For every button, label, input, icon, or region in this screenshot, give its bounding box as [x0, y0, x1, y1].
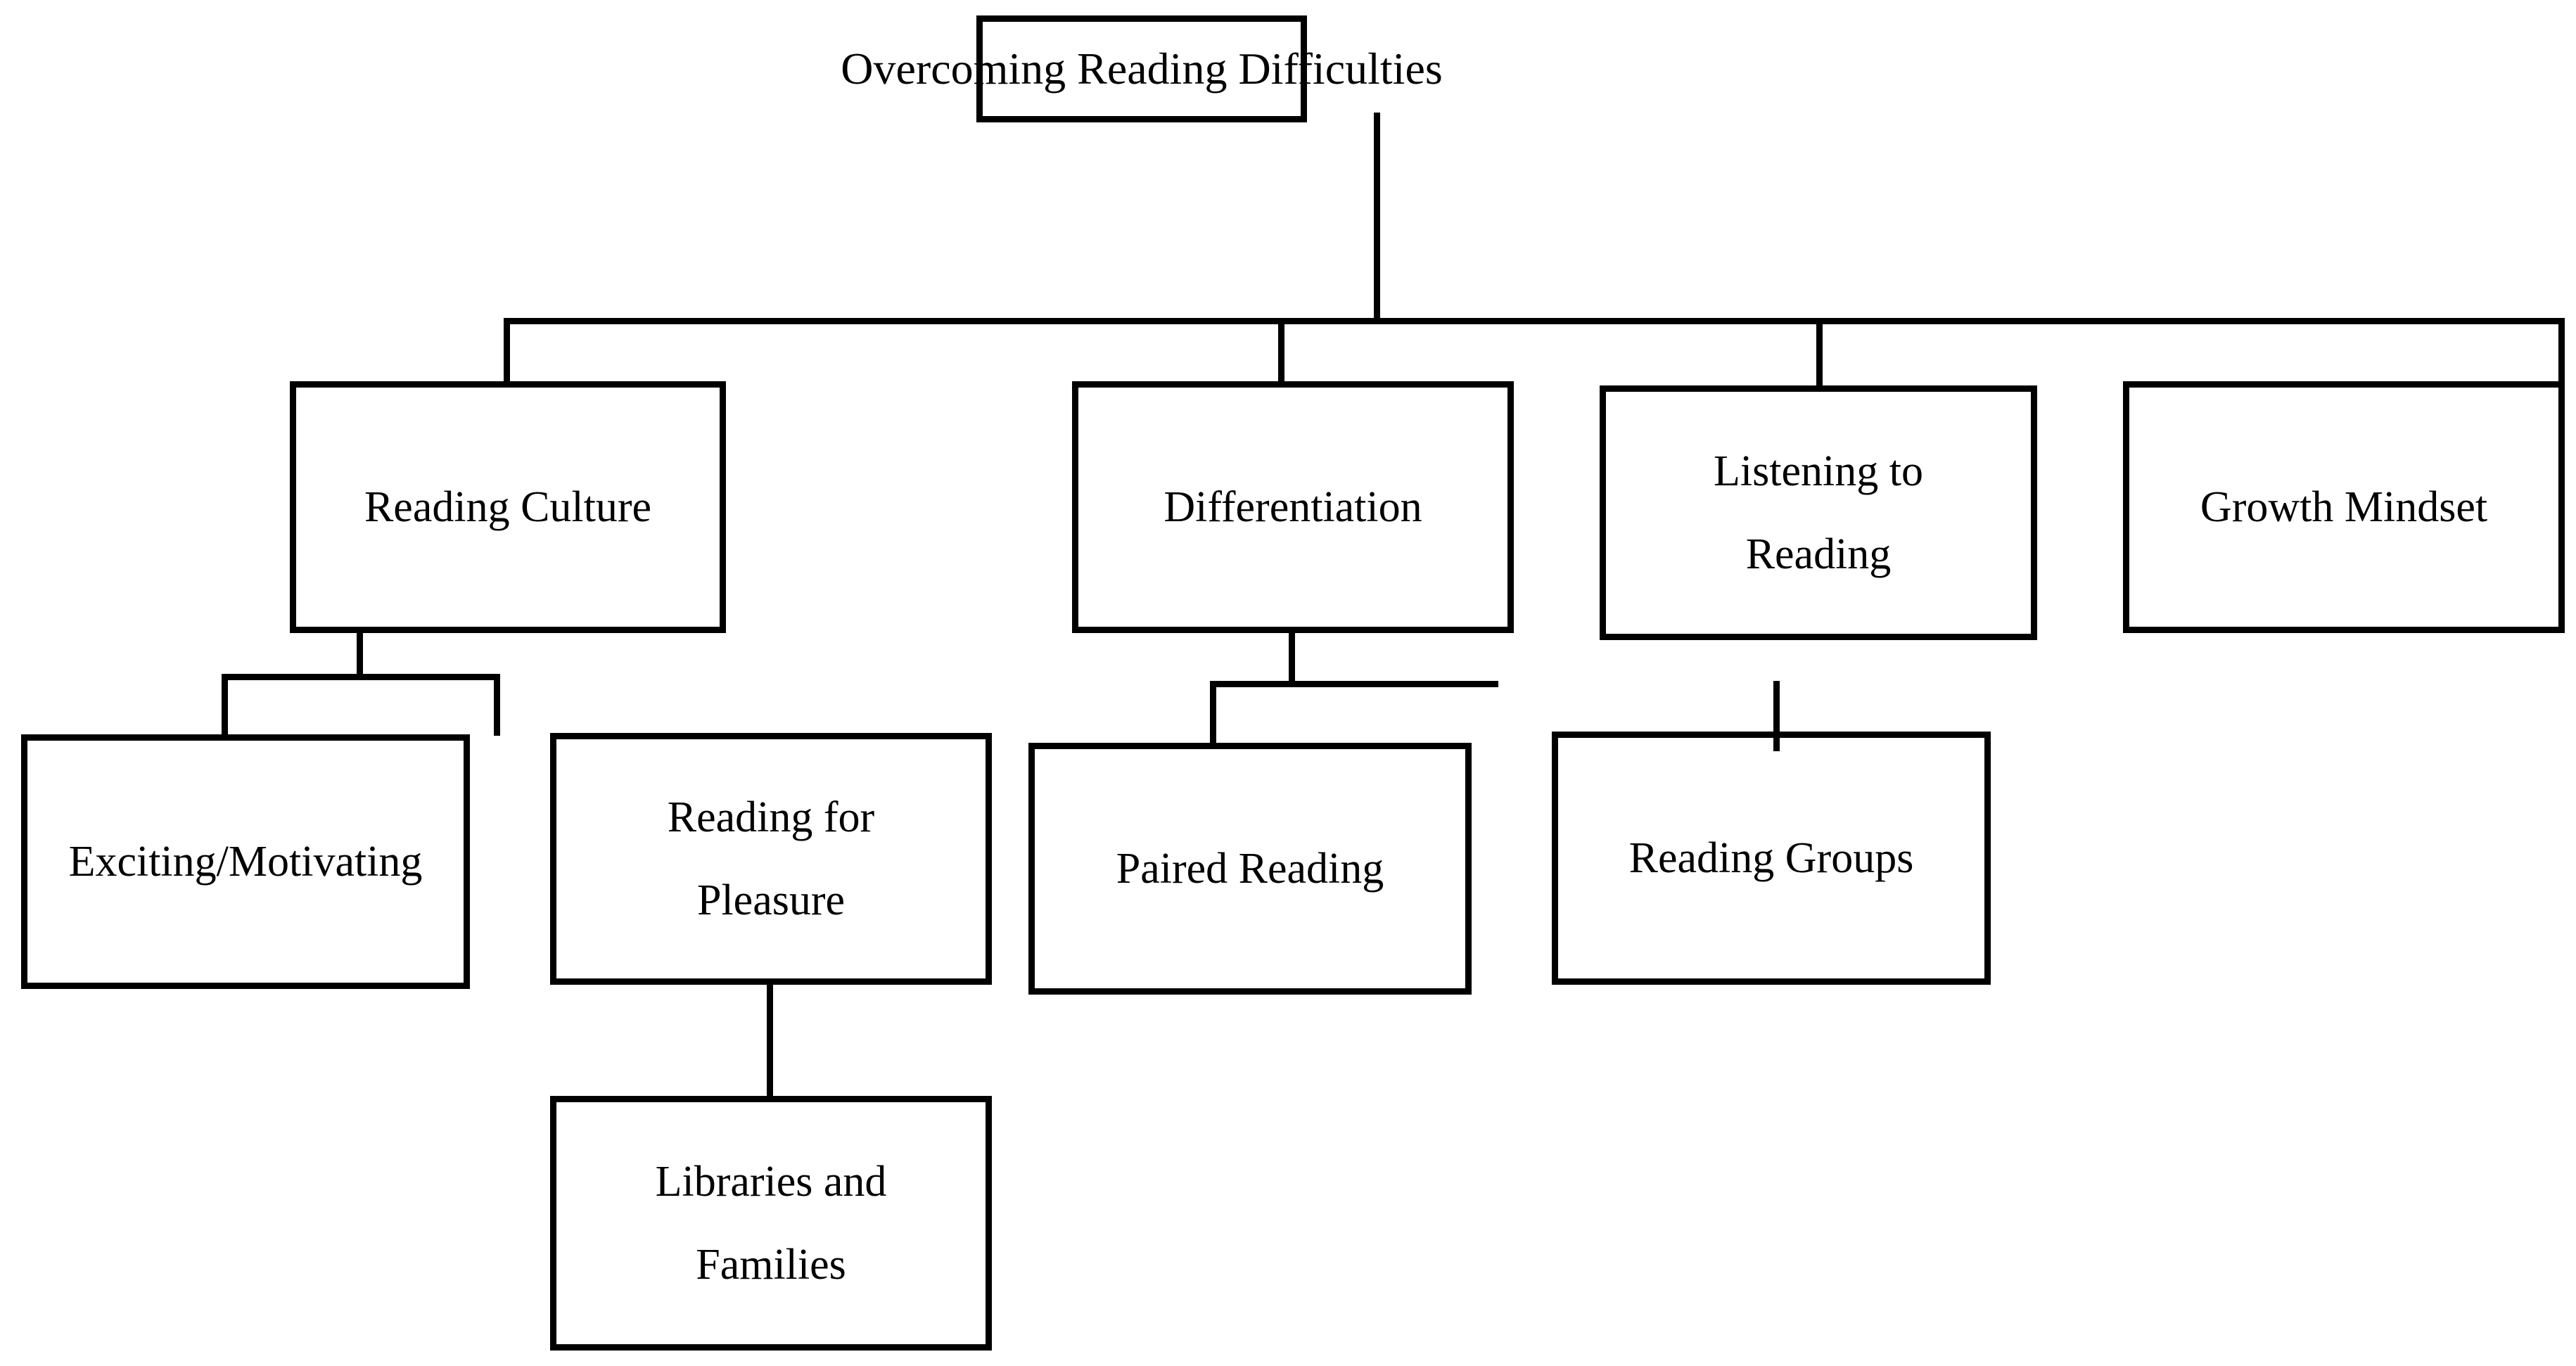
node-label: Differentiation	[1163, 483, 1422, 531]
connector-root-stem	[1374, 113, 1380, 324]
connector-stem-differentiation	[1289, 632, 1295, 685]
connector-stem-reading-culture	[357, 632, 363, 678]
node-reading-for-pleasure[interactable]: Reading for Pleasure	[550, 733, 992, 985]
node-label-line-1: Listening to	[1714, 447, 1923, 495]
connector-drop-paired-reading	[1210, 681, 1216, 744]
node-label: Reading Groups	[1628, 834, 1914, 882]
connector-drop-listening-to-reading	[1816, 318, 1823, 387]
connector-drop-differentiation	[1278, 318, 1284, 383]
node-label-line-1: Libraries and	[655, 1158, 887, 1206]
node-reading-culture[interactable]: Reading Culture	[290, 381, 726, 633]
node-differentiation[interactable]: Differentiation	[1072, 381, 1514, 633]
connector-level2-bus	[504, 318, 2565, 324]
node-reading-groups[interactable]: Reading Groups	[1552, 732, 1991, 985]
node-growth-mindset[interactable]: Growth Mindset	[2123, 381, 2565, 633]
node-label: Exciting/Motivating	[68, 838, 423, 886]
node-libraries-and-families[interactable]: Libraries and Families	[550, 1096, 992, 1351]
connector-drop-reading-groups	[1773, 681, 1780, 751]
node-listening-to-reading[interactable]: Listening to Reading	[1600, 385, 2037, 640]
node-exciting-motivating[interactable]: Exciting/Motivating	[21, 734, 470, 989]
node-label: Growth Mindset	[2200, 483, 2488, 531]
connector-reading-for-pleasure-to-libraries	[767, 983, 773, 1097]
node-label-line-1: Reading for	[667, 793, 875, 841]
connector-differentiation-bus	[1210, 681, 1498, 687]
node-paired-reading[interactable]: Paired Reading	[1028, 743, 1472, 995]
connector-reading-culture-bus	[222, 674, 500, 680]
node-label-line-2: Pleasure	[696, 876, 846, 924]
connector-drop-reading-culture	[504, 318, 510, 383]
connector-drop-growth-mindset	[2558, 318, 2565, 383]
connector-drop-reading-for-pleasure	[494, 674, 500, 736]
node-overcoming-reading-difficulties[interactable]: Overcoming Reading Difficulties	[841, 15, 1443, 122]
node-label: Paired Reading	[1116, 845, 1384, 893]
node-label: Overcoming Reading Difficulties	[841, 44, 1443, 94]
connector-drop-exciting-motivating	[222, 674, 228, 736]
node-label-line-2: Families	[696, 1241, 846, 1289]
node-label: Reading Culture	[364, 483, 652, 531]
node-label-line-2: Reading	[1745, 530, 1892, 578]
